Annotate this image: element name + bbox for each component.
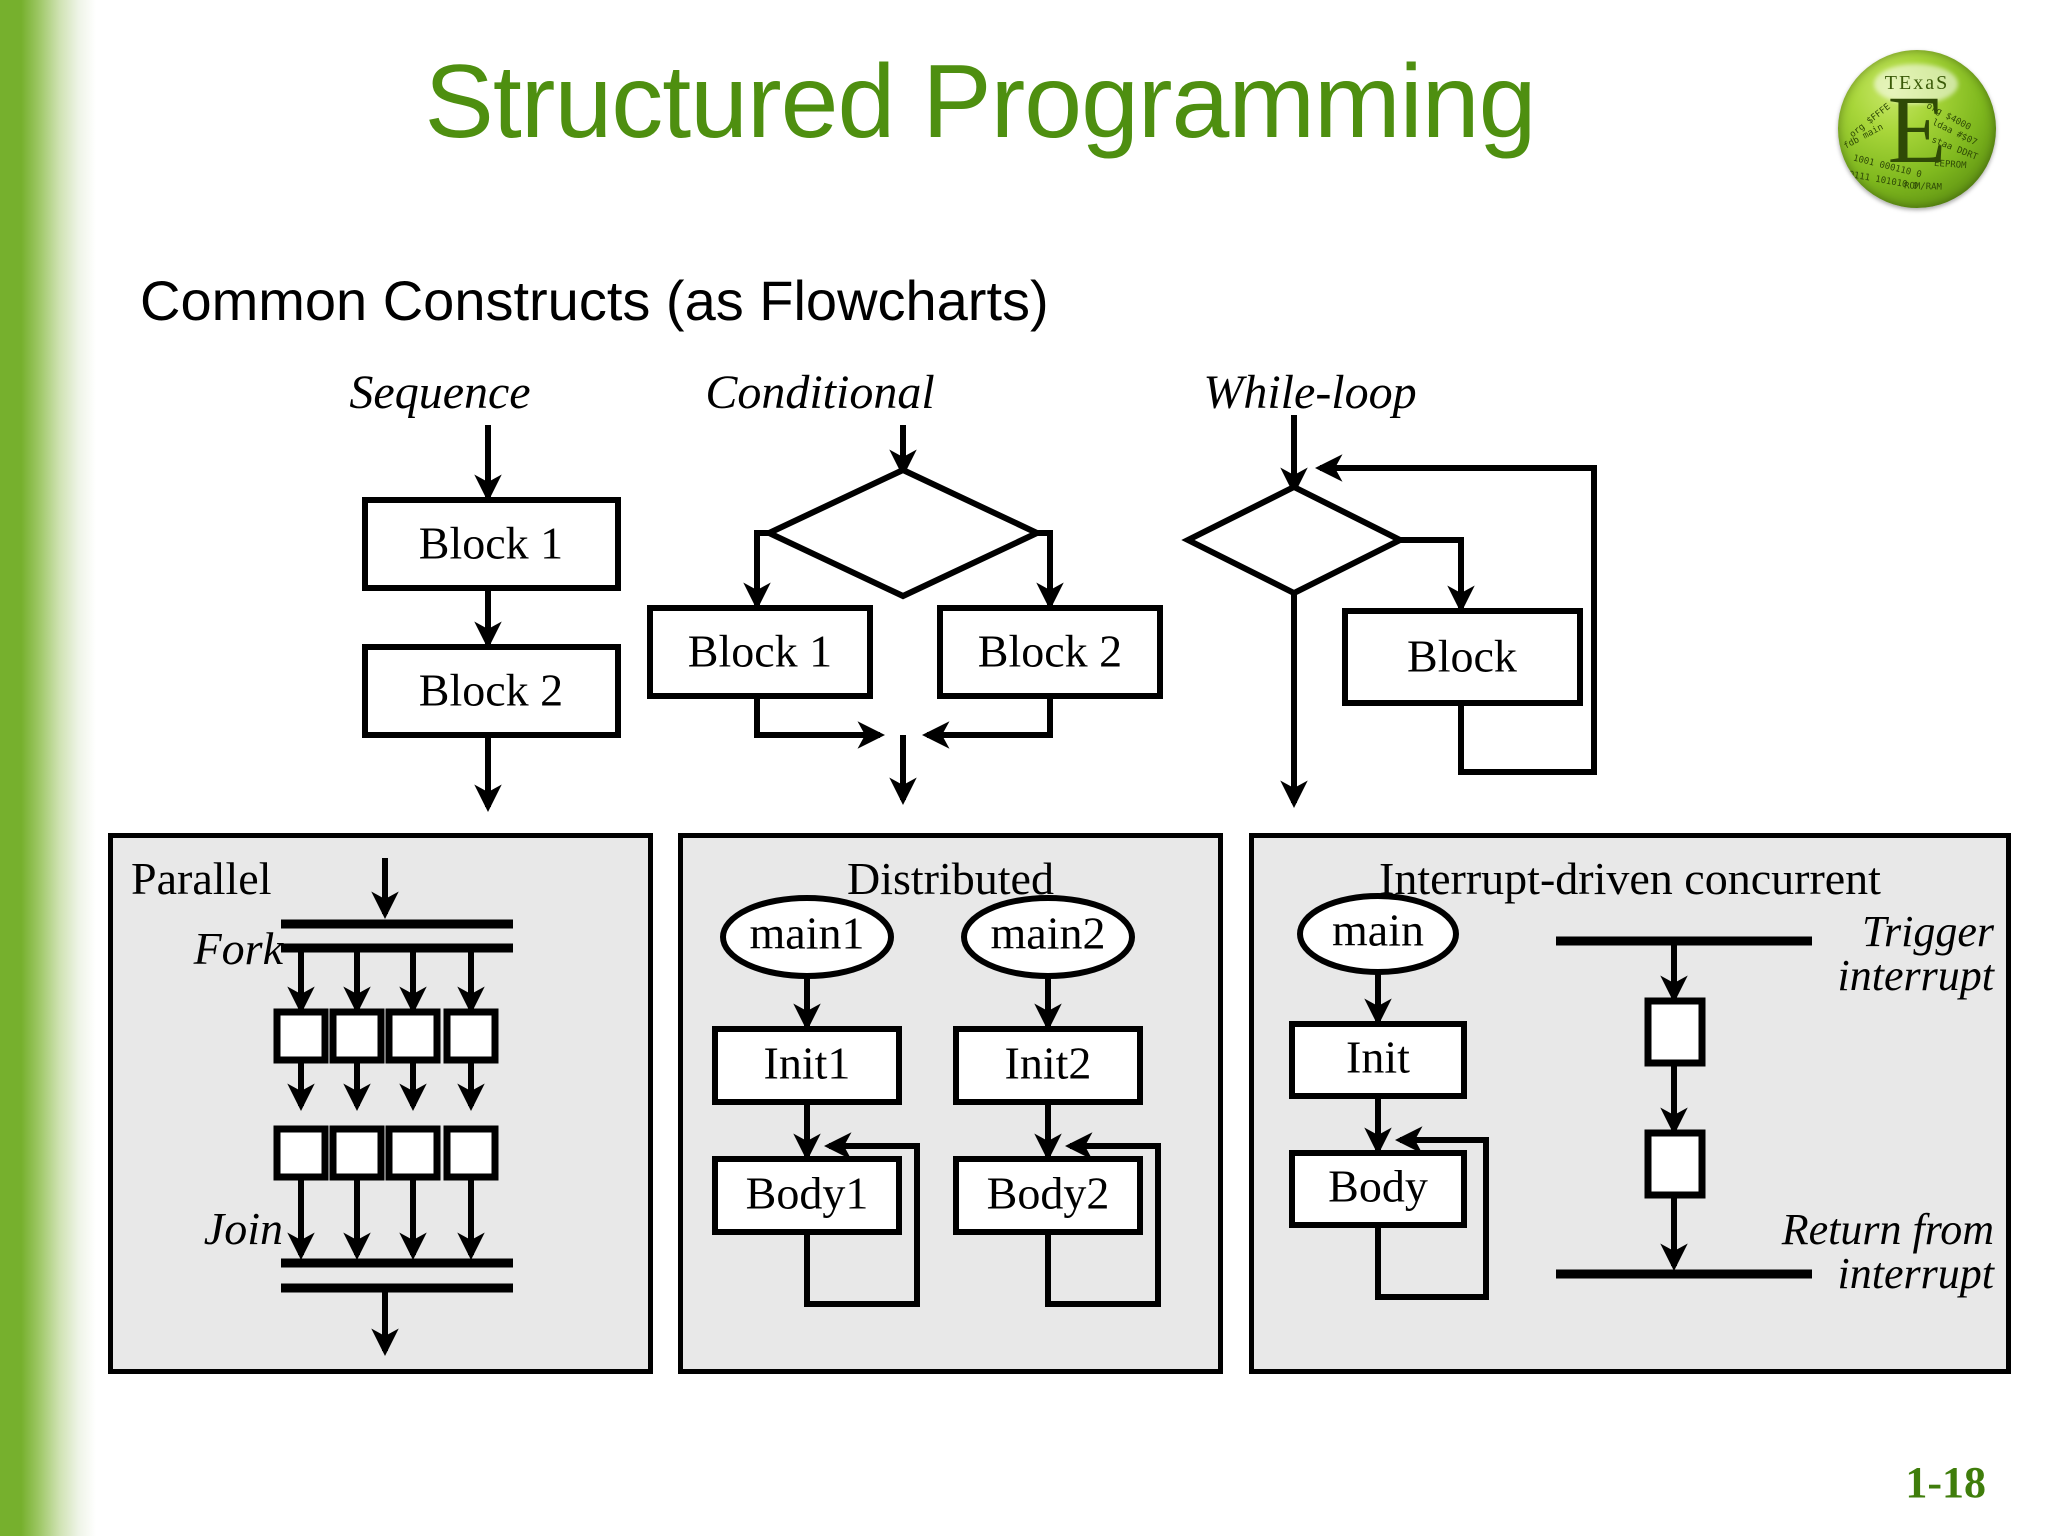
interrupt-service-routine [1556, 936, 1812, 1279]
node-while-decision [1181, 483, 1407, 597]
label-fork: Fork [193, 923, 283, 974]
parallel-flowchart [273, 858, 513, 1356]
caption-sequence: Sequence [349, 366, 531, 419]
node-body2 [953, 1156, 1143, 1235]
node-label: Body1 [746, 1168, 869, 1219]
label-join: Join [203, 1203, 283, 1254]
slide-number: 1-18 [1905, 1458, 1986, 1507]
texas-logo: org $FFFE fdb main org $4000 ldaa #$07 s… [1838, 50, 1996, 208]
interrupt-main-thread: main Init Body [1289, 893, 1489, 1300]
distributed-flowchart: main1 Init1 Body1 main2 Init2 Body2 [712, 895, 1161, 1307]
node-conditional-block1 [647, 605, 873, 699]
interrupt-flowchart: main Init Body [1289, 893, 1812, 1300]
node-sequence-block2 [362, 644, 621, 738]
parallel-task-box [329, 1125, 385, 1181]
left-accent-stripe [0, 0, 96, 1536]
flow-conditional: Block 1 Block 2 [647, 425, 1163, 805]
node-label: Block 2 [978, 626, 1122, 677]
node-label: Init1 [764, 1038, 851, 1089]
caption-while-loop: While-loop [1203, 366, 1417, 419]
panel-title-interrupt: Interrupt-driven concurrent [1379, 853, 1881, 904]
panel-title-parallel: Parallel [131, 853, 272, 904]
page-title: Structured Programming [424, 44, 1537, 160]
node-label: main1 [750, 908, 865, 959]
logo-highlight [1874, 64, 1958, 104]
parallel-task-box [443, 1125, 499, 1181]
distributed-thread-2: main2 Init2 Body2 [953, 895, 1161, 1307]
panel-interrupt-driven: Interrupt-driven concurrent Trigger inte… [1249, 833, 2011, 1374]
panel-parallel: Parallel Fork Join [108, 833, 653, 1374]
node-sequence-block1 [362, 497, 621, 591]
node-label: Body2 [987, 1168, 1110, 1219]
node-label: main [1332, 905, 1424, 956]
label-return-line2: interrupt [1837, 1249, 1994, 1298]
isr-block [1644, 1129, 1706, 1199]
node-label: Block 2 [419, 665, 563, 716]
distributed-thread-1: main1 Init1 Body1 [712, 895, 920, 1307]
label-return-from-interrupt: Return from interrupt [1634, 1208, 1994, 1296]
logo-code-fragment: ROM/RAM [1903, 181, 1943, 193]
parallel-task-box [385, 1125, 441, 1181]
caption-conditional: Conditional [705, 366, 935, 419]
parallel-task-box [443, 1008, 499, 1064]
node-label: Block 1 [419, 518, 563, 569]
panel-title-distributed: Distributed [847, 853, 1054, 904]
logo-letter-e: E [1887, 76, 1947, 183]
parallel-task-box [385, 1008, 441, 1064]
section-heading: Common Constructs (as Flowcharts) [140, 269, 1049, 332]
label-trigger-interrupt: Trigger interrupt [1684, 910, 1994, 998]
parallel-task-box [273, 1008, 329, 1064]
node-label: Init [1346, 1032, 1410, 1083]
node-conditional-block2 [937, 605, 1163, 699]
flow-sequence: Block 1 Block 2 [362, 425, 621, 812]
constructs-flowchart-layer: Block 1 Block 2 Block 1 Block 2 Block [362, 415, 1597, 812]
node-label: Block 1 [688, 626, 832, 677]
flow-while-loop: Block [1181, 415, 1597, 808]
node-label: main2 [991, 908, 1106, 959]
node-body1 [712, 1156, 902, 1235]
node-label: Body [1328, 1161, 1428, 1212]
label-trigger-line1: Trigger [1861, 907, 1994, 956]
isr-block [1644, 997, 1706, 1067]
node-label: Init2 [1005, 1038, 1092, 1089]
panel-distributed: Distributed main1 Init1 Body1 main2 Init… [678, 833, 1223, 1374]
node-label: Block [1407, 631, 1517, 682]
parallel-task-box [329, 1008, 385, 1064]
node-init2 [953, 1026, 1143, 1105]
logo-wordmark: TExaS [1884, 72, 1950, 94]
node-conditional-decision [761, 466, 1045, 600]
parallel-task-box [273, 1125, 329, 1181]
logo-sphere: org $FFFE fdb main org $4000 ldaa #$07 s… [1838, 50, 1996, 208]
label-return-line1: Return from [1781, 1205, 1994, 1254]
label-trigger-line2: interrupt [1837, 951, 1994, 1000]
